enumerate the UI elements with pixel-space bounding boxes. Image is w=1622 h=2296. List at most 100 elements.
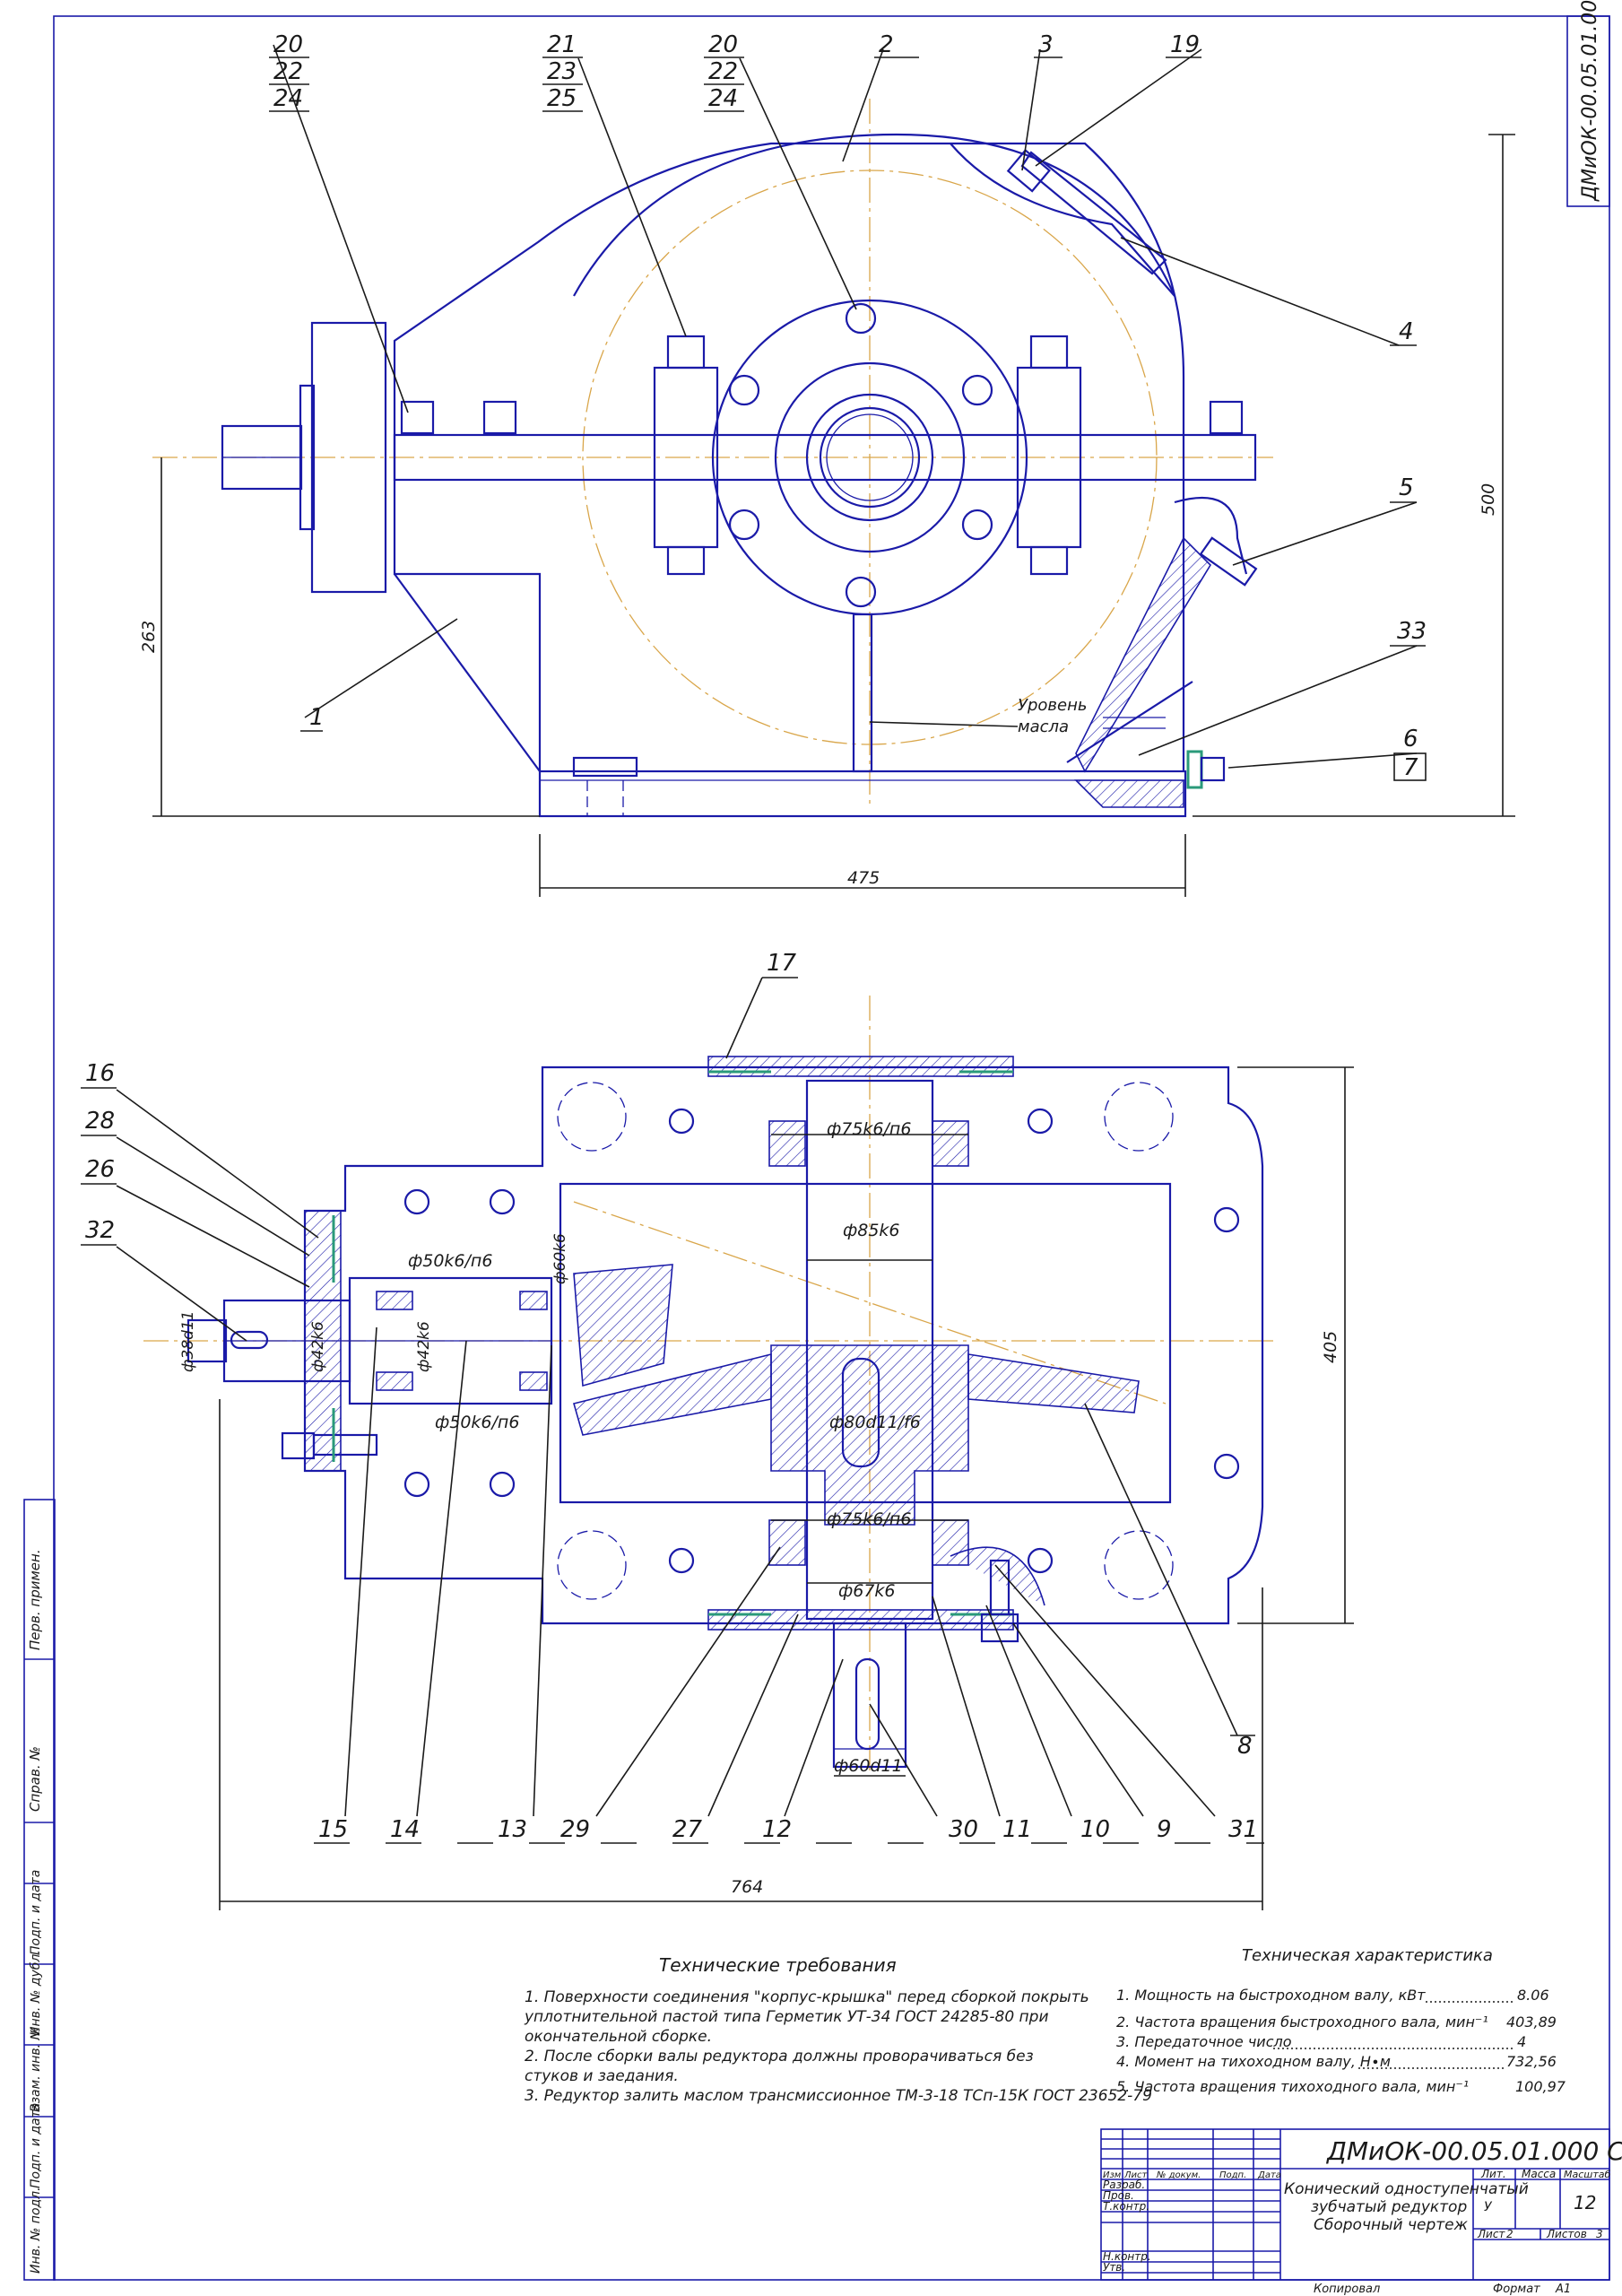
tech-req-line-3: окончательной сборке. [525,2028,712,2046]
title-col-dokum: № докум. [1156,2170,1201,2180]
tech-req-line-1: 1. Поверхности соединения "корпус-крышка… [525,1988,1089,2006]
label-stackA-2: 22 [273,58,303,85]
side-strip-label-5: Взам. инв. № [29,2027,43,2112]
label-31: 31 [1228,1816,1258,1843]
tech-char-label-1: 1. Мощность на быстроходном валу, кВт [1116,1987,1426,2004]
oil-level-line1: Уровень [1018,696,1087,715]
label-stackC-3: 24 [708,85,738,112]
title-name-3: Сборочный чертеж [1314,2216,1469,2234]
label-10: 10 [1080,1816,1110,1843]
title-format-label: Формат [1493,2283,1540,2296]
label-9: 9 [1157,1816,1172,1843]
drawing-frame [53,15,1610,2281]
bottom-view [116,977,1354,1910]
dim-d60k6: ф60k6 [551,1233,569,1284]
title-code: ДМиОК-00.05.01.000 СБ [1325,2136,1622,2166]
label-33: 33 [1397,618,1427,645]
tech-char-label-3: 3. Передаточное число [1116,2033,1292,2050]
label-2: 2 [879,31,894,58]
tech-char-value-3: 4 [1517,2033,1526,2050]
label-32: 32 [85,1217,115,1244]
label-7: 7 [1403,754,1418,781]
side-strip-label-3: Подп. и дата [29,1870,43,1955]
label-5: 5 [1399,474,1414,501]
title-mass-header: Масса [1522,2168,1556,2180]
tech-char-value-1: 8.06 [1517,1987,1549,2004]
title-name-1: Конический одноступенчатый [1284,2180,1529,2198]
label-6: 6 [1403,726,1418,752]
tech-req-line-2: уплотнительной пастой типа Герметик УТ-3… [524,2008,1049,2026]
tech-char-label-4: 4. Момент на тихоходном валу, Н∙м [1116,2053,1391,2070]
label-stackC-1: 20 [708,31,738,58]
title-scale-value: 12 [1574,2192,1596,2213]
dim-d67: ф67k6 [838,1581,896,1601]
tech-char-value-2: 403,89 [1506,2013,1557,2031]
dim-height-bottom: 405 [1321,1331,1340,1363]
dim-d42-a: ф42k6 [309,1321,327,1372]
label-3: 3 [1038,31,1054,58]
dim-d38: ф38d11 [179,1310,197,1372]
technical-characteristics: Техническая характеристика 1. Мощность н… [1116,1946,1566,2095]
label-27: 27 [672,1816,703,1843]
dim-width-bottom: 764 [731,1877,763,1897]
title-col-podp: Подп. [1219,2170,1246,2180]
dim-d75-top: ф75k6/п6 [827,1119,911,1139]
dim-d50-lower: ф50k6/п6 [435,1413,519,1432]
side-strip-label-1: Перв. примен. [27,1549,43,1650]
side-strip-label-2: Справ. № [27,1746,43,1812]
side-strip-label-7: Инв. № подл. [29,2187,43,2274]
label-16: 16 [85,1060,115,1087]
title-sheet-label: Лист [1477,2228,1505,2240]
title-sheets-value: 3 [1596,2228,1603,2240]
label-13: 13 [498,1816,527,1843]
side-strip-label-6: Подп. и дата [29,2103,43,2188]
label-30: 30 [949,1816,978,1843]
tech-req-title: Технические требования [659,1954,897,1976]
label-19: 19 [1170,31,1200,58]
label-stackC-2: 22 [708,58,738,85]
oil-level-line2: масла [1018,718,1069,736]
tech-char-value-5: 100,97 [1515,2078,1566,2095]
side-strip-label-4: Инв. № дубл. [29,1950,43,2036]
label-28: 28 [85,1108,115,1135]
dim-d50-upper: ф50k6/п6 [408,1251,492,1271]
role-nkontr: Н.контр. [1103,2250,1151,2263]
tech-char-title: Техническая характеристика [1242,1946,1493,1965]
role-utv: Утв. [1103,2261,1125,2274]
tech-char-label-2: 2. Частота вращения быстроходного вала, … [1116,2013,1488,2031]
technical-requirements: Технические требования 1. Поверхности со… [524,1954,1152,2105]
label-8: 8 [1237,1733,1253,1760]
label-29: 29 [560,1816,590,1843]
title-sheets-label: Листов [1546,2228,1587,2240]
dim-d80: ф80d11/f6 [829,1413,921,1432]
title-col-list: Лист [1123,2170,1149,2180]
dim-d42-b: ф42k6 [415,1321,433,1372]
top-view [152,44,1515,897]
role-prov: Пров. [1103,2189,1134,2202]
title-scale-header: Масштаб [1564,2169,1610,2180]
dim-height-shaft: 263 [139,621,159,653]
title-sheet-value: 2 [1506,2228,1514,2240]
bottom-view-labels: 16 28 26 32 17 8 15 14 13 29 27 12 30 11… [81,950,1340,1897]
label-stackB-3: 25 [547,85,577,112]
label-15: 15 [318,1816,348,1843]
title-name-2: зубчатый редуктор [1311,2198,1467,2216]
dim-width-top: 475 [847,868,880,888]
side-strip: Перв. примен. Справ. № Подп. и дата Инв.… [23,1499,56,2281]
tech-req-line-5: стуков и заедания. [525,2067,679,2085]
label-stackA-1: 20 [273,31,303,58]
dim-d75-bottom: ф75k6/п6 [827,1509,911,1529]
label-stackB-1: 21 [547,31,577,58]
tech-char-value-4: 732,56 [1506,2053,1557,2070]
label-11: 11 [1002,1816,1032,1843]
label-stackB-2: 23 [547,58,577,85]
role-tkontr: Т.контр. [1103,2200,1149,2213]
title-format-value: А1 [1555,2283,1571,2296]
label-1: 1 [309,704,325,731]
label-26: 26 [85,1156,115,1183]
drawing-code-rotated: ДМиОК-00.05.01.000 СБ [1579,0,1601,202]
label-17: 17 [767,950,797,977]
code-box-rotated [1566,15,1610,207]
label-stackA-3: 24 [273,85,303,112]
